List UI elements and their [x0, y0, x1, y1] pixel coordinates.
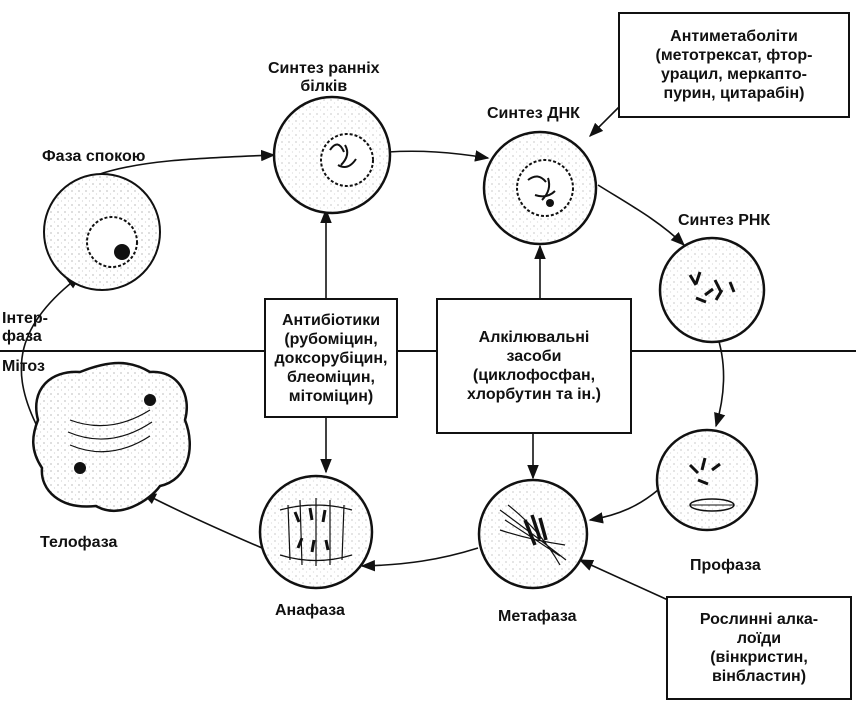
antibiotics-line3: доксорубіцин,	[266, 349, 396, 368]
label-interphase-line1: Інтер-	[2, 310, 48, 328]
alkylating-line2: засоби	[438, 347, 630, 366]
label-interphase-line2: фаза	[2, 328, 48, 346]
arrow-rna-to-prophase	[716, 332, 724, 426]
cell-rna-synthesis	[660, 238, 764, 342]
alkaloids-line4: вінбластин)	[668, 667, 850, 686]
label-prophase: Профаза	[690, 557, 761, 575]
label-anaphase: Анафаза	[275, 602, 345, 620]
label-interphase: Інтер- фаза	[2, 310, 48, 346]
arrow-dna-to-rna	[598, 185, 684, 245]
antibiotics-line2: (рубоміцин,	[266, 330, 396, 349]
label-mitosis: Мітоз	[2, 358, 45, 376]
antibiotics-line4: блеоміцин,	[266, 368, 396, 387]
box-plant-alkaloids: Рослинні алка- лоїди (вінкристин, вінбла…	[666, 596, 852, 700]
cell-early-protein-synthesis	[274, 97, 390, 213]
arrow-prophase-to-metaphase	[590, 490, 658, 520]
arrow-antimetabolites-to-dna	[590, 106, 620, 136]
alkaloids-line3: (вінкристин,	[668, 648, 850, 667]
antibiotics-line5: мітоміцин)	[266, 387, 396, 406]
box-alkylating-agents: Алкілювальні засоби (циклофосфан, хлорбу…	[436, 298, 632, 434]
antimetabolites-line2: (метотрексат, фтор-	[620, 46, 848, 65]
label-rna-synthesis: Синтез РНК	[678, 212, 770, 230]
alkaloids-line2: лоїди	[668, 629, 850, 648]
label-rest-phase: Фаза спокою	[42, 148, 145, 166]
arrow-metaphase-to-anaphase	[362, 548, 478, 566]
label-metaphase: Метафаза	[498, 608, 576, 626]
arrow-alkaloids-to-metaphase	[580, 560, 668, 600]
box-antibiotics: Антибіотики (рубоміцин, доксорубіцин, бл…	[264, 298, 398, 418]
label-dna-synthesis: Синтез ДНК	[487, 105, 580, 123]
antimetabolites-line1: Антиметаболіти	[620, 27, 848, 46]
alkylating-line4: хлорбутин та ін.)	[438, 385, 630, 404]
label-early-protein-line2: білків	[268, 78, 380, 96]
antimetabolites-line3: урацил, меркапто-	[620, 65, 848, 84]
box-antimetabolites: Антиметаболіти (метотрексат, фтор- ураци…	[618, 12, 850, 118]
antibiotics-line1: Антибіотики	[266, 311, 396, 330]
cell-dna-synthesis	[484, 132, 596, 244]
alkylating-line3: (циклофосфан,	[438, 366, 630, 385]
label-early-protein-line1: Синтез ранніх	[268, 60, 380, 78]
cell-rest-phase	[44, 174, 160, 290]
arrow-early-protein-to-dna	[388, 151, 488, 158]
arrow-anaphase-to-telophase	[143, 493, 262, 548]
cell-metaphase	[479, 480, 587, 588]
cell-anaphase	[260, 476, 372, 588]
label-early-protein-synthesis: Синтез ранніх білків	[268, 60, 380, 96]
cell-prophase	[657, 430, 757, 530]
cell-telophase	[33, 363, 190, 511]
alkylating-line1: Алкілювальні	[438, 328, 630, 347]
alkaloids-line1: Рослинні алка-	[668, 610, 850, 629]
label-telophase: Телофаза	[40, 534, 117, 552]
antimetabolites-line4: пурин, цитарабін)	[620, 84, 848, 103]
